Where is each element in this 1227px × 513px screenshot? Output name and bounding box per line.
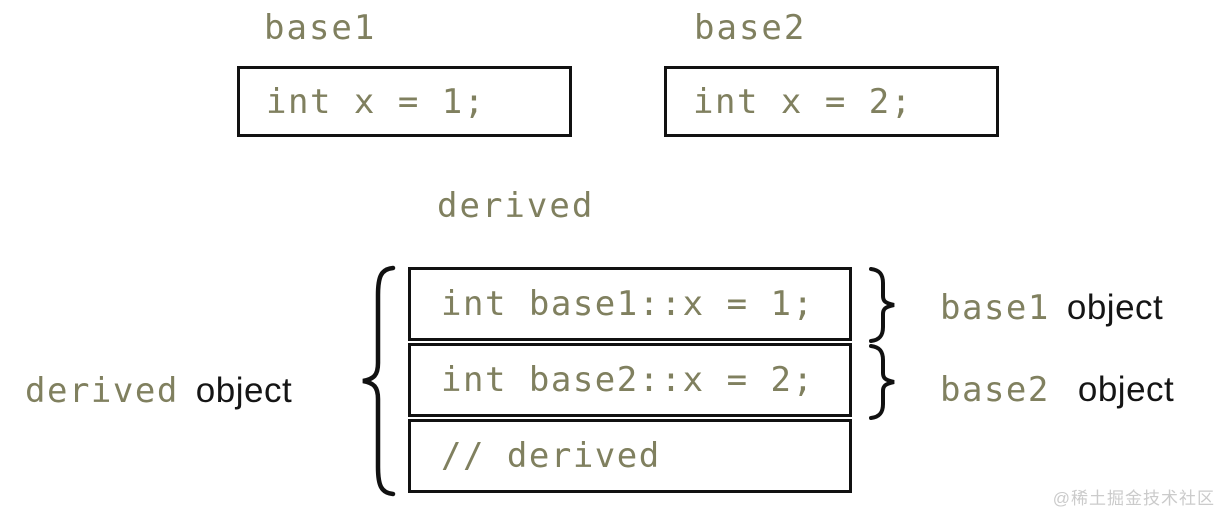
- base1-member-box: int x = 1;: [237, 66, 572, 137]
- derived-class-label: derived: [437, 186, 595, 226]
- derived-object-box: int base1::x = 1; int base2::x = 2; // d…: [408, 267, 852, 495]
- derived-row-own-code: // derived: [441, 436, 661, 476]
- derived-row-base1-code: int base1::x = 1;: [441, 284, 815, 324]
- base2-class-label: base2: [694, 8, 807, 48]
- base1-curly-brace-icon: [869, 267, 895, 343]
- derived-object-annotation-name: derived: [25, 371, 179, 411]
- base2-object-annotation-name: base2: [940, 370, 1050, 410]
- derived-row-own-members: // derived: [408, 419, 852, 493]
- derived-row-base1-subobject: int base1::x = 1;: [408, 267, 852, 341]
- site-watermark: @稀土掘金技术社区: [1052, 489, 1215, 508]
- base2-member-code: int x = 2;: [693, 81, 913, 122]
- derived-object-annotation-word: object: [195, 371, 293, 410]
- base2-object-annotation-word: object: [1077, 370, 1175, 409]
- base2-member-box: int x = 2;: [664, 66, 999, 137]
- base1-object-annotation-word: object: [1066, 288, 1164, 327]
- base2-object-annotation: base2 object: [940, 370, 1174, 410]
- derived-row-base2-code: int base2::x = 2;: [441, 360, 815, 400]
- base1-member-code: int x = 1;: [266, 81, 486, 122]
- left-curly-brace-icon: [362, 265, 396, 497]
- base1-class-label: base1: [264, 8, 377, 48]
- derived-object-annotation: derived object: [25, 371, 292, 411]
- derived-row-base2-subobject: int base2::x = 2;: [408, 343, 852, 417]
- base2-curly-brace-icon: [869, 344, 895, 420]
- base1-object-annotation: base1 object: [940, 288, 1163, 328]
- base1-object-annotation-name: base1: [940, 288, 1050, 328]
